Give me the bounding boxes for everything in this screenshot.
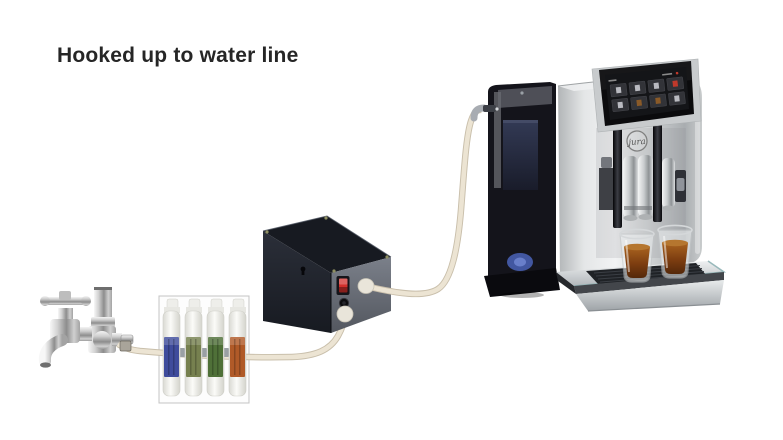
cartridge-label	[230, 337, 245, 377]
screw	[265, 230, 269, 234]
tank-inlet-peg	[483, 105, 496, 112]
faucet-handle-knob-left	[40, 296, 50, 306]
water-tank-window	[503, 120, 538, 190]
spout-recess	[599, 168, 613, 210]
tank-edge-strip	[494, 92, 501, 188]
machine-base-left	[484, 268, 560, 297]
spout-rail-left	[613, 122, 622, 228]
tray-front-face	[576, 280, 724, 311]
cartridge-link-fitting	[179, 348, 185, 357]
cup-highlight	[663, 235, 668, 269]
water-line-faucet	[38, 287, 134, 368]
faucet-valve-outlet	[112, 333, 122, 346]
cartridge-link-fitting	[223, 348, 229, 357]
faucet-pipe-top-edge	[94, 287, 112, 290]
faucet-handle-knob-right	[81, 296, 91, 306]
filter-cartridge-orange	[228, 298, 247, 397]
pump-grommet-outlet	[357, 278, 375, 294]
cartridge-label	[164, 337, 179, 377]
tube-body	[116, 311, 349, 360]
faucet-handle-hub	[59, 291, 71, 300]
filter-cartridge-set	[162, 298, 247, 397]
water-line-pump-box	[262, 215, 392, 333]
spout-lever	[601, 157, 612, 168]
pump-grommet-inlet	[336, 305, 354, 323]
page-title: Hooked up to water line	[57, 44, 299, 67]
screw	[385, 255, 389, 259]
water-tank-compartment	[484, 82, 560, 298]
faucet-bonnet	[58, 308, 73, 322]
water-tube-pump-to-machine	[369, 104, 499, 298]
tank-blue-glow-core	[514, 257, 526, 267]
tube-elbow-fitting	[470, 104, 488, 122]
screw	[332, 269, 336, 273]
espresso-cup	[619, 228, 655, 283]
body-edge-highlight	[695, 84, 700, 254]
filter-cartridge-green	[206, 298, 225, 397]
base-shadow	[500, 292, 544, 298]
display-ui	[608, 71, 686, 113]
pump-box-top-face	[263, 216, 391, 273]
screw	[324, 216, 328, 220]
faucet-valve-body	[93, 331, 111, 349]
spout-bracket-knob	[676, 178, 685, 191]
faucet-spout	[38, 334, 68, 367]
keyhole-slot	[301, 269, 305, 275]
faucet-spout-opening	[40, 362, 51, 368]
espresso-machine: jura	[484, 58, 727, 312]
coffee-spouts	[623, 155, 653, 221]
cup-coffee	[624, 247, 650, 278]
faucet-cross-handle-bar	[42, 297, 88, 305]
tray-left-shadow	[556, 272, 576, 294]
status-bar-right	[662, 72, 673, 76]
cup-rim	[619, 228, 655, 240]
tube-compression-fitting	[119, 340, 132, 352]
water-level-line	[503, 120, 538, 123]
status-bar-left	[608, 79, 617, 82]
filter-cartridge-blue	[162, 298, 181, 397]
cartridge-label	[186, 337, 201, 377]
tank-top-band	[498, 86, 552, 108]
brand-text: jura	[626, 137, 646, 148]
cup-coffee	[662, 243, 688, 274]
jura-logo: jura	[626, 130, 648, 152]
inlet-screw	[495, 107, 499, 111]
cup-crema	[624, 243, 650, 251]
touchscreen-display	[591, 58, 702, 133]
tank-screw	[520, 91, 524, 95]
water-tube-faucet-to-pump	[116, 311, 350, 361]
power-inlet-pin	[342, 301, 346, 305]
cup-rim	[657, 224, 693, 236]
cartridge-link-fitting	[201, 348, 207, 357]
hot-water-spout	[662, 158, 686, 211]
power-switch	[336, 276, 350, 295]
tray-dark-strip	[574, 272, 724, 294]
cartridge-label	[208, 337, 223, 377]
pump-box-front-face	[263, 231, 331, 333]
faucet-pipe-coupling	[91, 317, 115, 327]
espresso-cup	[657, 224, 693, 279]
filter-cartridge-olive	[184, 298, 203, 397]
status-red-dot	[675, 71, 679, 75]
cup-highlight	[625, 239, 630, 273]
spout-rail-right	[653, 118, 662, 222]
cup-crema	[662, 239, 688, 247]
